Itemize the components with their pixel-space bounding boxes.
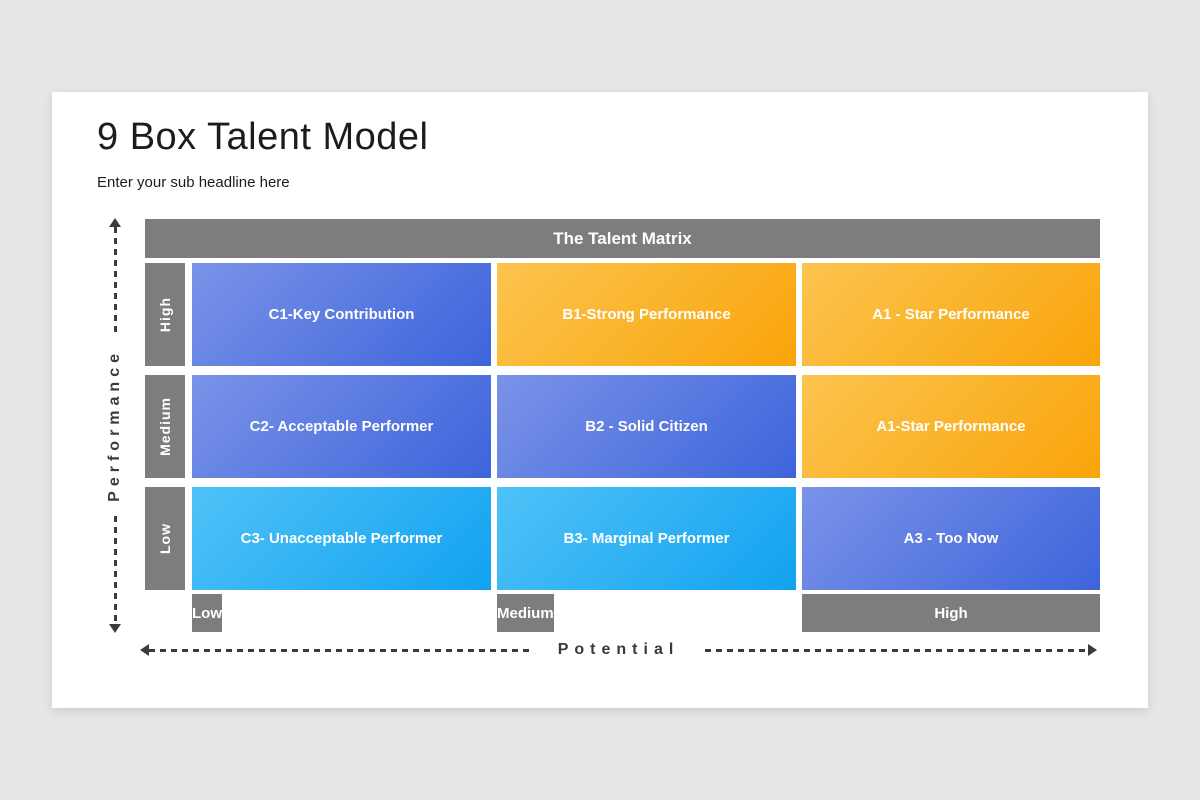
potential-axis-dashed-line-right xyxy=(705,648,1088,652)
potential-axis: Potential xyxy=(140,641,1097,659)
performance-axis-label: Performance xyxy=(106,349,123,502)
matrix-cell-b3: B3- Marginal Performer xyxy=(497,487,796,590)
arrow-up-icon xyxy=(109,218,121,227)
slide-card: 9 Box Talent Model Enter your sub headli… xyxy=(52,92,1148,708)
potential-axis-left-segment xyxy=(140,644,532,656)
performance-axis-dashed-line-top xyxy=(113,227,117,336)
potential-axis-dashed-line-left xyxy=(149,648,532,652)
page-subtitle: Enter your sub headline here xyxy=(97,174,290,191)
arrow-right-icon xyxy=(1088,644,1097,656)
potential-axis-label: Potential xyxy=(557,641,680,658)
page-title: 9 Box Talent Model xyxy=(97,116,429,158)
matrix-cell-a1: A1 - Star Performance xyxy=(802,263,1100,366)
col-label-medium: Medium xyxy=(497,594,554,632)
performance-axis-dashed-line-bottom xyxy=(113,515,117,625)
arrow-down-icon xyxy=(109,624,121,634)
row-label-high: High xyxy=(145,263,185,366)
matrix-cell-b1: B1-Strong Performance xyxy=(497,263,796,366)
matrix-cell-c1: C1-Key Contribution xyxy=(192,263,491,366)
matrix-cell-b2: B2 - Solid Citizen xyxy=(497,375,796,478)
potential-axis-right-segment xyxy=(705,644,1097,656)
col-label-low: Low xyxy=(192,594,222,632)
row-label-low: Low xyxy=(145,487,185,590)
matrix-cell-a1-mid: A1-Star Performance xyxy=(802,375,1100,478)
matrix-cell-a3: A3 - Too Now xyxy=(802,487,1100,590)
col-label-high: High xyxy=(802,594,1100,632)
performance-axis: Performance xyxy=(106,218,123,634)
arrow-left-icon xyxy=(140,644,149,656)
row-label-medium-text: Medium xyxy=(157,397,173,456)
row-label-low-text: Low xyxy=(157,523,173,554)
matrix-cell-c3: C3- Unacceptable Performer xyxy=(192,487,491,590)
row-label-high-text: High xyxy=(157,296,173,333)
row-label-medium: Medium xyxy=(145,375,185,478)
matrix-title-bar: The Talent Matrix xyxy=(145,219,1100,258)
matrix-cell-c2: C2- Acceptable Performer xyxy=(192,375,491,478)
talent-matrix: The Talent Matrix High Medium Low C1-Key… xyxy=(145,219,1100,632)
